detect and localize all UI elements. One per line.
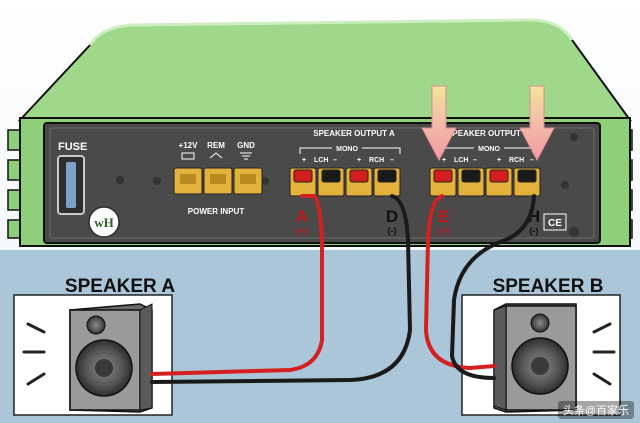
sign-plus-a2: + [357,157,361,164]
arrow-indicator-e [421,85,457,162]
speaker-a-label: SPEAKER A [65,276,175,297]
sign-minus-b2: – [530,157,534,164]
label-speaker-output-a: SPEAKER OUTPUT A [313,129,395,138]
sign-minus-a2: – [390,157,394,164]
label-rem: REM [207,141,225,150]
fuse: FUSE [57,141,87,215]
label-mono-b: MONO [478,146,500,153]
speaker-a [13,294,173,416]
speaker-b [461,294,621,416]
label-lch-b: LCH [454,157,468,164]
wire-a-positive [150,194,324,376]
label-gnd: GND [237,141,255,150]
arrow-indicator-h [519,85,555,162]
sign-plus-a: + [302,157,306,164]
sign-minus-b: – [473,157,477,164]
sign-plus-b: + [442,157,446,164]
label-speaker-output-b: SPEAKER OUTPUT B [447,129,529,138]
label-power-input: POWER INPUT [188,207,245,216]
terminal-a-polarity: (+) [296,226,307,236]
power-input: +12V REM GND POWER INPUT [173,141,263,216]
fuse-label: FUSE [58,141,87,153]
watermark: 头条@百家乐 [557,401,634,419]
ce-mark: CE [548,218,562,229]
terminal-d-polarity: (-) [388,226,397,236]
terminal-label-e: E [438,207,449,226]
sign-minus-a: – [333,157,337,164]
wires [150,194,536,384]
terminal-e-polarity: (+) [438,226,449,236]
terminal-label-d: D [386,207,398,226]
terminal-label-a: A [296,207,308,226]
speaker-b-label: SPEAKER B [493,276,604,297]
wh-logo: wH [88,206,120,238]
label-12v: +12V [179,141,199,150]
label-rch-a: RCH [369,157,384,164]
sign-plus-b2: + [497,157,501,164]
label-mono-a: MONO [336,146,358,153]
label-rch-b: RCH [509,157,524,164]
wire-h-negative [449,194,536,380]
wh-logo-text: wH [94,215,114,230]
speaker-output-a: SPEAKER OUTPUT A MONO + LCH – + RCH – [289,129,401,197]
label-lch-a: LCH [314,157,328,164]
terminal-h-polarity: (-) [530,226,539,236]
wire-d-negative [150,194,413,384]
